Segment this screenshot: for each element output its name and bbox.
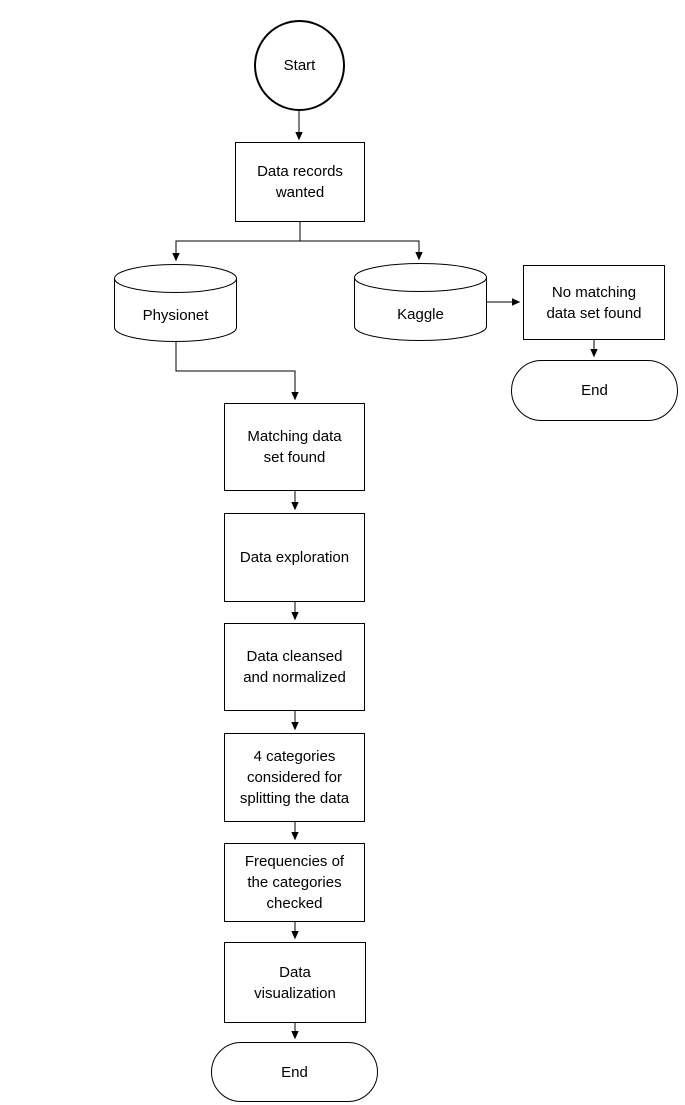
node-categories-label: 4 categories considered for splitting th…: [239, 748, 350, 807]
node-matching-data-set-found: Matching data set found: [224, 403, 365, 491]
node-data-records-wanted-label: Data records wanted: [257, 163, 343, 201]
node-physionet-database: Physionet: [114, 264, 237, 342]
node-data-records-wanted: Data records wanted: [235, 142, 365, 222]
node-start-label: Start: [283, 57, 316, 74]
node-end-bottom: End: [211, 1042, 378, 1102]
node-visualization-label: Data visualization: [254, 963, 336, 1002]
node-no-matching-data-set-found: No matching data set found: [523, 265, 665, 340]
cylinder-shape: [114, 264, 237, 342]
node-data-visualization: Data visualization: [224, 942, 366, 1023]
node-data-exploration: Data exploration: [224, 513, 365, 602]
node-exploration-label: Data exploration: [239, 549, 350, 566]
edge-data-records-to-kaggle: [299, 222, 423, 261]
node-end-right-label: End: [581, 382, 608, 399]
node-frequencies-checked: Frequencies of the categories checked: [224, 843, 365, 922]
node-no-matching-label: No matching data set found: [546, 283, 642, 322]
edge-physionet-to-matching: [175, 342, 299, 401]
cylinder-shape: [354, 263, 487, 341]
node-data-cleansed-normalized: Data cleansed and normalized: [224, 623, 365, 711]
node-end-bottom-label: End: [281, 1063, 308, 1081]
node-4-categories-splitting: 4 categories considered for splitting th…: [224, 733, 365, 822]
edge-data-records-to-physionet: [172, 222, 301, 262]
node-matching-label: Matching data set found: [247, 428, 342, 466]
node-kaggle-label: Kaggle: [397, 305, 444, 323]
node-start: Start: [254, 20, 345, 111]
node-frequencies-label: Frequencies of the categories checked: [244, 853, 345, 912]
node-physionet-label: Physionet: [142, 306, 209, 324]
node-end-right: End: [511, 360, 678, 421]
node-cleansed-label: Data cleansed and normalized: [243, 648, 346, 686]
node-kaggle-database: Kaggle: [354, 263, 487, 341]
